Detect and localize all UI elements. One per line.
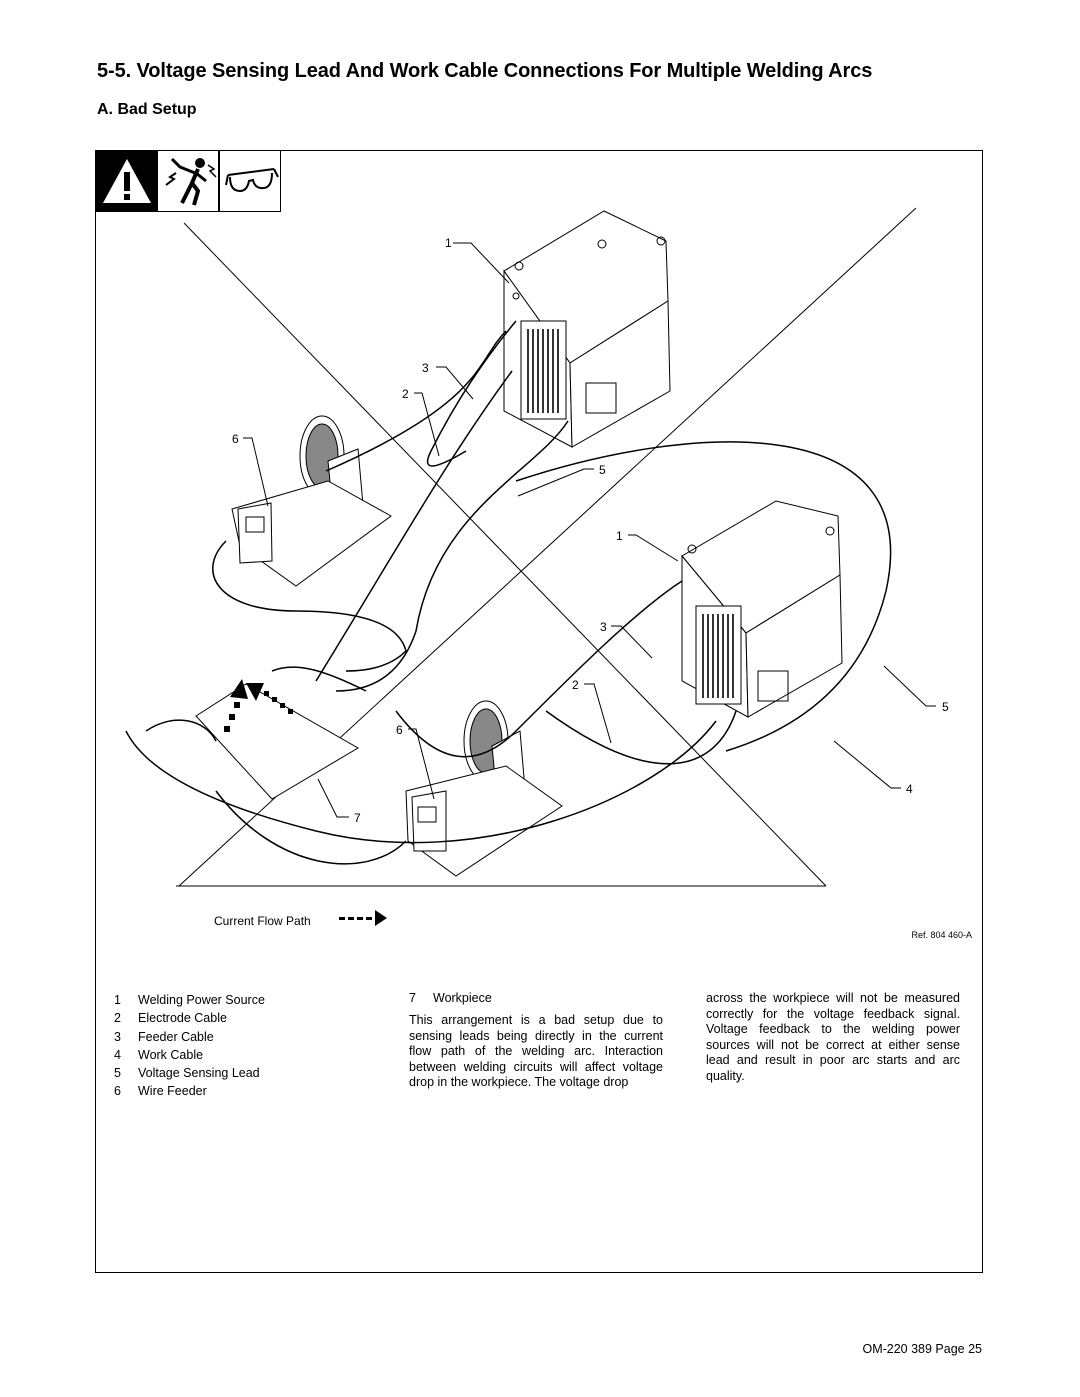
reference-number: Ref. 804 460-A: [911, 930, 972, 940]
description-text-2: across the workpiece will not be measure…: [706, 991, 960, 1083]
current-flow-arrows: [224, 679, 293, 732]
callout-7: 7: [354, 811, 361, 825]
description-text-1: This arrangement is a bad setup due to s…: [409, 1013, 663, 1089]
callout-1-bottom: 1: [616, 529, 623, 543]
callout-6-bottom: 6: [396, 723, 403, 737]
wire-feeder-2: [405, 700, 563, 877]
callout-5-top: 5: [599, 463, 606, 477]
warning-icon: [95, 150, 157, 212]
callout-3-top: 3: [422, 361, 429, 375]
callout-2-bottom: 2: [572, 678, 579, 692]
current-flow-legend-arrow: [339, 910, 387, 926]
section-title: 5-5. Voltage Sensing Lead And Work Cable…: [97, 60, 873, 82]
hazard-icon-strip: [95, 150, 281, 212]
callout-2-top: 2: [402, 387, 409, 401]
safety-glasses-icon: [219, 150, 281, 212]
figure-frame: [95, 150, 983, 1273]
welding-power-source-2: [681, 500, 843, 718]
description-column-2: across the workpiece will not be measure…: [706, 991, 960, 1084]
wire-feeder-1: [231, 415, 392, 587]
callout-3-bottom: 3: [600, 620, 607, 634]
callout-5-bottom: 5: [942, 700, 949, 714]
welding-power-source-1: [503, 210, 671, 448]
subsection-title: A. Bad Setup: [97, 101, 197, 118]
electric-shock-icon: [157, 150, 219, 212]
workpiece-plate: [195, 683, 359, 800]
callout-6-top: 6: [232, 432, 239, 446]
current-flow-label: Current Flow Path: [214, 914, 311, 928]
callout-numbers: 1 3 2 6 5 1 3 2 5 4 6 7: [232, 236, 949, 825]
welding-setup-diagram: 1 3 2 6 5 1 3 2 5 4 6 7 Current Flow Pat…: [125, 207, 972, 940]
page-footer: OM-220 389 Page 25: [862, 1342, 982, 1356]
callout-4: 4: [906, 782, 913, 796]
callout-1-top: 1: [445, 236, 452, 250]
